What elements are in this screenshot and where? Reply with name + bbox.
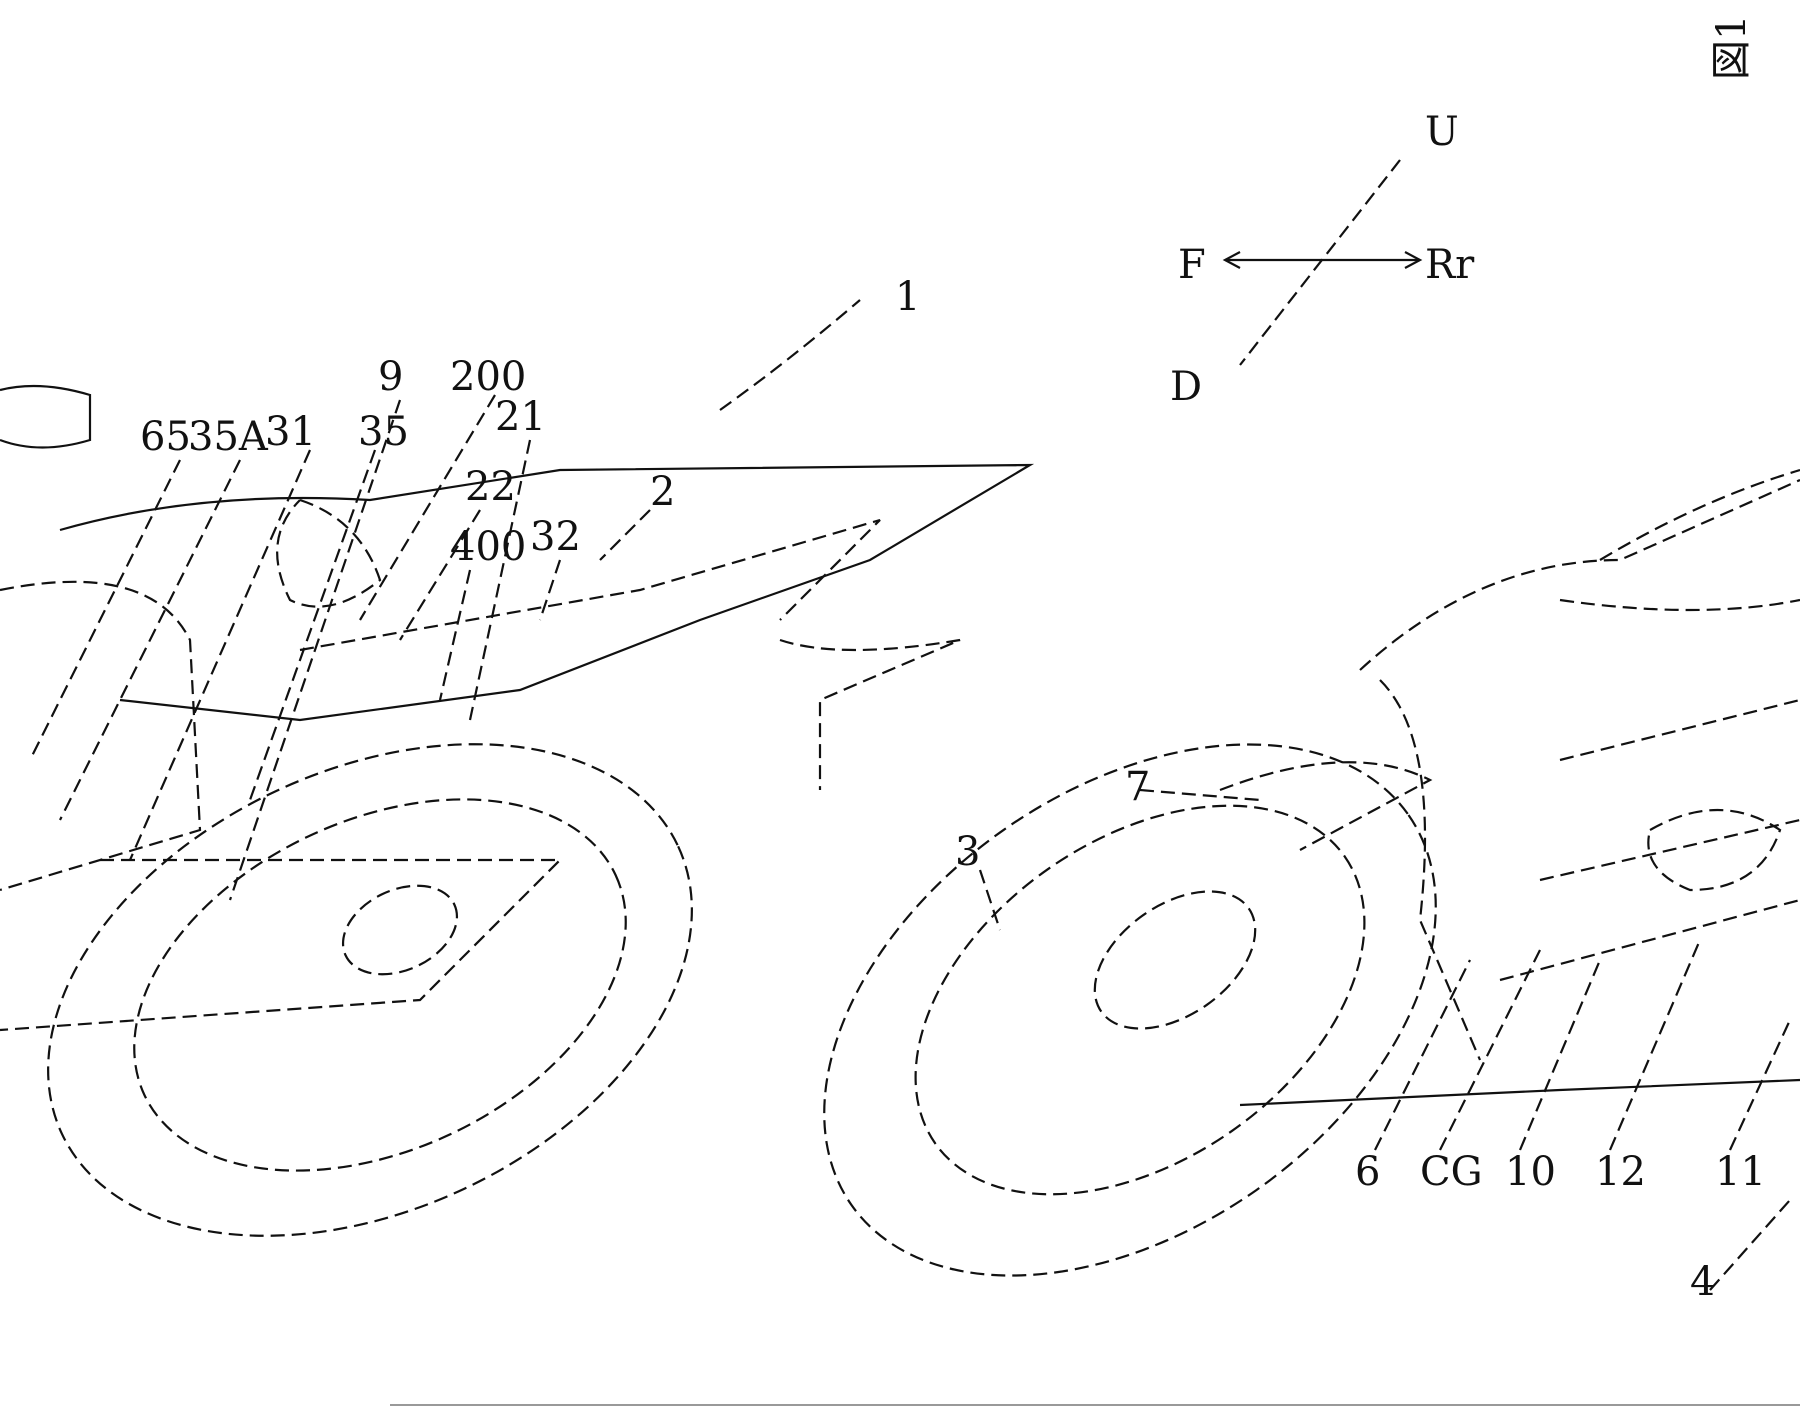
direction-rear: Rr — [1425, 242, 1475, 288]
rear-wheel — [823, 743, 1437, 1277]
ref-32: 32 — [530, 514, 581, 560]
direction-indicator — [1222, 159, 1423, 366]
up-down-arrow — [1239, 159, 1401, 366]
ref-1: 1 — [895, 274, 920, 320]
direction-up: U — [1425, 109, 1459, 155]
ref-31: 31 — [265, 409, 316, 455]
ref-10: 10 — [1505, 1149, 1556, 1195]
ref-35A: 35A — [188, 414, 269, 460]
ref-6: 6 — [1355, 1149, 1380, 1195]
ref-11: 11 — [1715, 1149, 1766, 1195]
front-wheel — [47, 743, 693, 1237]
ref-4: 4 — [1690, 1259, 1715, 1305]
ref-3: 3 — [955, 829, 980, 875]
body-outline — [0, 384, 1800, 1107]
ref-400: 400 — [450, 524, 526, 570]
ref-65: 65 — [140, 414, 191, 460]
leader-lines — [29, 299, 1791, 1291]
ref-21: 21 — [495, 394, 546, 440]
ref-12: 12 — [1595, 1149, 1646, 1195]
direction-front: F — [1178, 242, 1206, 288]
figure-title: 図1 — [1709, 15, 1755, 80]
ref-7: 7 — [1125, 764, 1150, 810]
ref-CG: CG — [1420, 1149, 1483, 1195]
ref-2: 2 — [650, 469, 675, 515]
arrowheads — [1222, 251, 1423, 269]
ref-35: 35 — [358, 409, 409, 455]
ref-9: 9 — [378, 354, 403, 400]
direction-down: D — [1170, 364, 1202, 410]
ref-22: 22 — [465, 464, 516, 510]
ref-200: 200 — [450, 354, 526, 400]
